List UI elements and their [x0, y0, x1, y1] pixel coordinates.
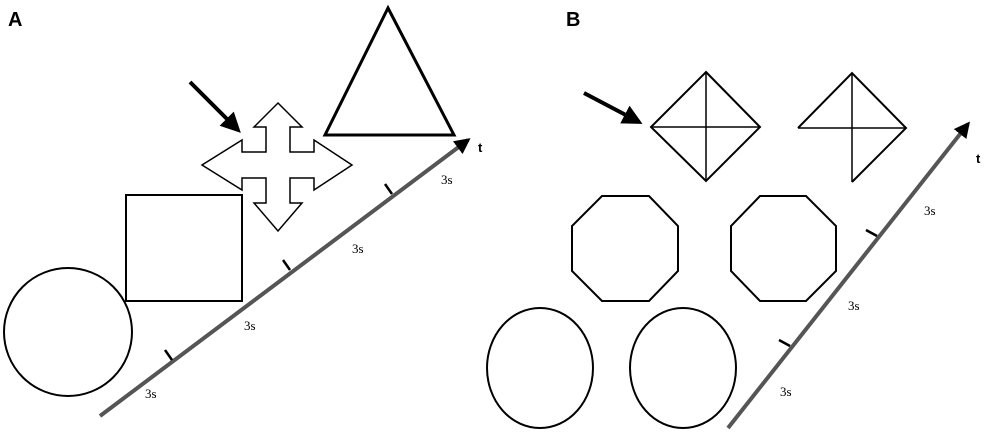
- panel-b-axis-label: t: [976, 151, 981, 166]
- panel-a-triangle-shape: [322, 4, 457, 137]
- panel-a-square-shape: [125, 194, 243, 302]
- panel-a-timeline: [98, 138, 471, 418]
- panel-b: B t 3s 3s 3s: [486, 9, 981, 430]
- panel-a-label: A: [8, 9, 22, 31]
- panel-a-pointer-arrow: [188, 80, 241, 133]
- panel-b-interval-label-2: 3s: [848, 298, 860, 313]
- panel-b-label: B: [566, 9, 580, 31]
- panel-a-axis-label: t: [478, 140, 483, 155]
- panel-a-cross-arrow-shape: [200, 101, 354, 233]
- panel-b-ellipse-shape-right: [629, 307, 737, 429]
- panel-b-tick-1: [778, 338, 791, 348]
- panel-a-tick-2: [281, 259, 292, 271]
- panel-b-diamond-shape-right: [797, 71, 908, 183]
- panel-a: A t 3s 3s 3s 3s: [3, 4, 483, 418]
- panel-b-tick-2: [865, 228, 878, 238]
- panel-b-octagon-shape-left: [571, 195, 679, 302]
- panel-a-circle-shape: [3, 267, 133, 397]
- panel-a-tick-3: [383, 183, 394, 195]
- panel-a-interval-label-3: 3s: [352, 241, 364, 256]
- panel-a-interval-label-4: 3s: [441, 172, 453, 187]
- panel-b-interval-label-3: 3s: [924, 203, 936, 218]
- panel-a-tick-1: [163, 349, 174, 361]
- panel-a-interval-label-1: 3s: [145, 386, 157, 401]
- panel-b-octagon-shape-right: [730, 195, 837, 302]
- panel-b-ellipse-shape-left: [486, 307, 594, 429]
- panel-a-interval-label-2: 3s: [244, 318, 256, 333]
- panel-b-interval-label-1: 3s: [780, 384, 792, 399]
- panel-b-timeline: [726, 121, 970, 430]
- panel-b-pointer-arrow: [583, 91, 643, 124]
- panel-b-diamond-shape-left: [649, 70, 762, 183]
